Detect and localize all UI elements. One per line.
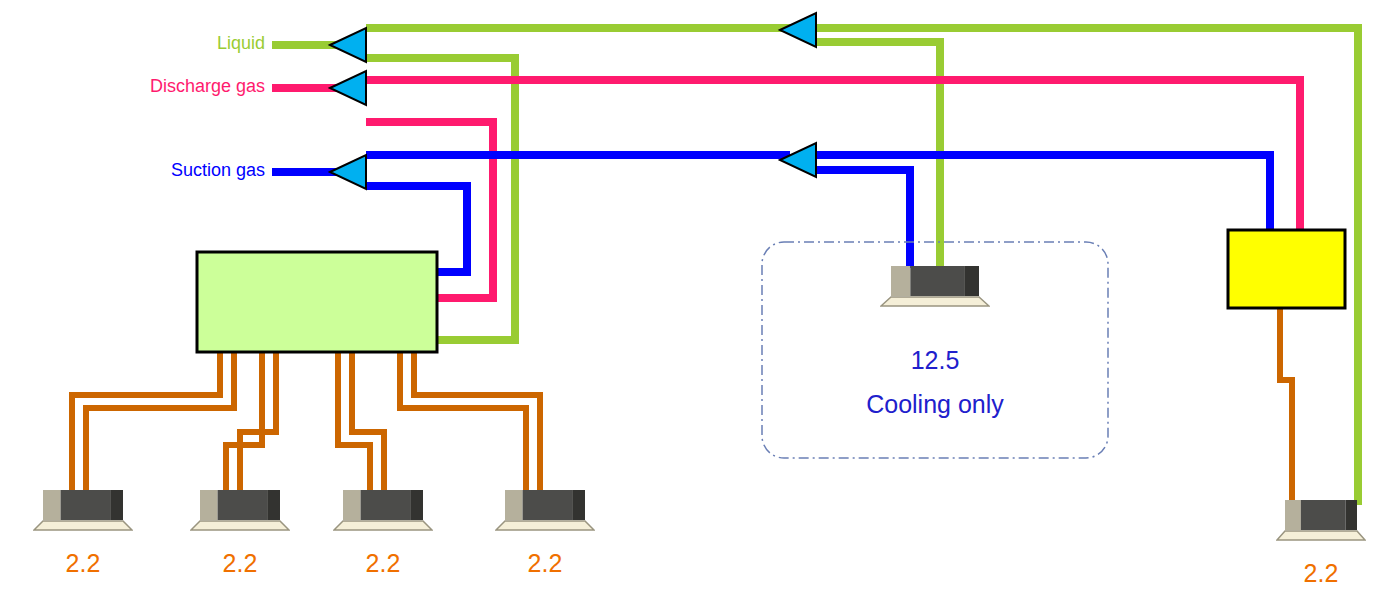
branch-pipe — [86, 352, 234, 490]
bs-box — [1228, 230, 1345, 308]
cooling-only-group: 12.5Cooling only — [760, 240, 1110, 460]
refrigerant-pipe — [812, 170, 910, 268]
branch-pipe — [72, 352, 220, 490]
pipe-label: Discharge gas — [150, 76, 265, 98]
indoor-unit-icon — [333, 490, 433, 532]
capacity-number: 2.2 — [495, 548, 595, 578]
branch-pipe — [240, 352, 276, 490]
pipe-label: Liquid — [217, 33, 265, 55]
refnet-joint — [330, 28, 366, 62]
refnet-joint — [330, 71, 366, 105]
capacity-number: 2.2 — [1276, 558, 1366, 588]
capacity-label: Cooling only — [760, 389, 1110, 419]
refrigerant-pipe — [366, 151, 790, 159]
refnet-joint — [330, 155, 366, 189]
capacity-number: 2.2 — [333, 548, 433, 578]
indoor-unit-icon — [1276, 500, 1366, 542]
indoor-unit-icon — [880, 266, 990, 308]
branch-pipe — [414, 352, 540, 490]
refrigerant-pipe — [366, 24, 790, 32]
indoor-unit: 2.2 — [333, 490, 433, 578]
capacity-number: 2.2 — [190, 548, 290, 578]
indoor-unit-icon — [495, 490, 595, 532]
capacity-number: 2.2 — [33, 548, 133, 578]
refrigerant-pipe — [812, 28, 1358, 505]
branch-pipe — [400, 352, 526, 490]
indoor-unit: 2.2 — [495, 490, 595, 578]
refnet-joint — [780, 143, 816, 177]
indoor-unit: 2.2 — [190, 490, 290, 578]
branch-pipe — [352, 352, 384, 490]
branch-pipe — [1280, 308, 1292, 500]
indoor-unit-icon — [33, 490, 133, 532]
multi-bs-box — [197, 252, 437, 352]
capacity-label: 12.5 — [760, 345, 1110, 375]
branch-pipe — [226, 352, 262, 490]
refnet-joint — [780, 13, 816, 47]
indoor-unit: 2.2 — [1276, 500, 1366, 588]
pipe-label: Suction gas — [171, 160, 265, 182]
indoor-unit-icon — [190, 490, 290, 532]
refrigerant-pipe — [366, 80, 1300, 232]
indoor-unit: 2.2 — [33, 490, 133, 578]
